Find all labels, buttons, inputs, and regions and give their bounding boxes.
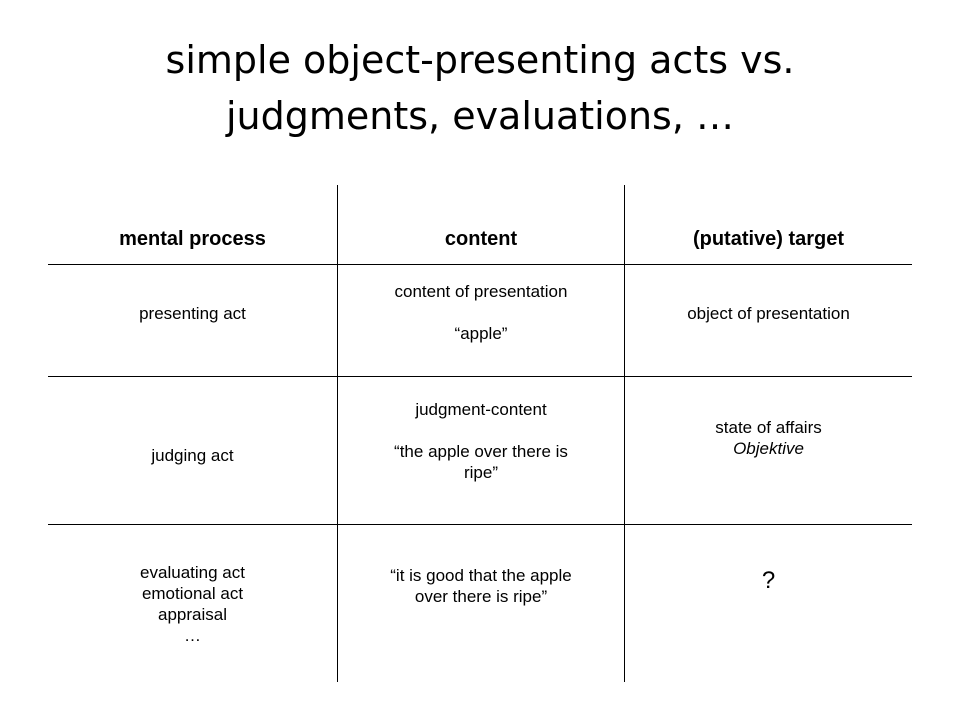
row-divider-1 [48, 264, 912, 265]
column-divider-2 [624, 185, 625, 682]
header-mental-process: mental process [119, 227, 266, 250]
title-line-1: simple object-presenting acts vs. [165, 38, 795, 82]
row-divider-3 [48, 524, 912, 525]
row2-target: state of affairs Objektive [715, 418, 822, 458]
header-putative-target: (putative) target [692, 227, 845, 250]
row3-content: “it is good that the apple over there is… [390, 566, 572, 606]
row3-mental-process: evaluating act emotional act appraisal … [140, 563, 245, 645]
row2-mental-process: judging act [151, 445, 234, 465]
row-divider-2 [48, 376, 912, 377]
row3-target-question-mark: ? [761, 566, 776, 594]
row1-mental-process: presenting act [139, 303, 246, 323]
title-line-2: judgments, evaluations, … [225, 94, 735, 138]
row2-content: judgment-content “the apple over there i… [394, 400, 568, 482]
header-content: content [444, 227, 518, 250]
slide-title: simple object-presenting acts vs. judgme… [0, 32, 960, 144]
row1-target: object of presentation [687, 303, 850, 323]
column-divider-1 [337, 185, 338, 682]
row1-content: content of presentation “apple” [394, 281, 568, 343]
